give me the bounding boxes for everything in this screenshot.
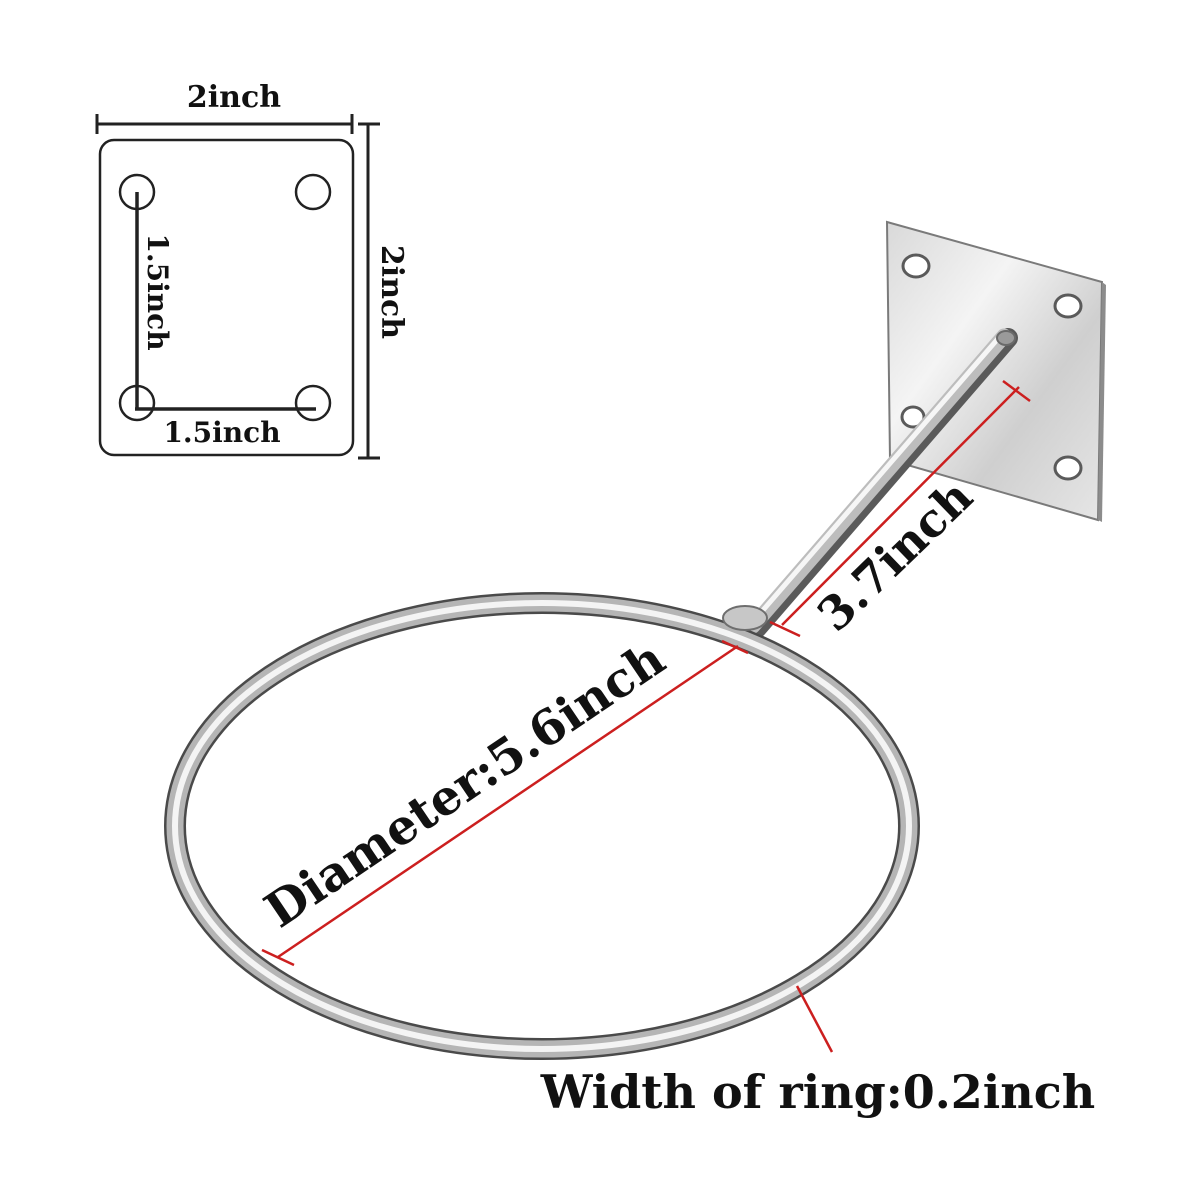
arm-length-dimension-line [781,386,1020,626]
product-illustration [164,220,1106,1060]
arm-length-tick-top [1002,379,1031,403]
ring-width-label: Width of ring:0.2inch [540,1065,1095,1119]
wall-plate-hole-bottom-right [1053,455,1083,481]
wall-plate-edge [1098,282,1106,522]
ring-arm-joint [722,605,768,631]
diameter-tick-top [721,639,749,655]
plate-hole-top-right [294,173,332,211]
plate-height-label: 2inch [374,245,409,339]
plate-hole-bottom-right [294,384,332,422]
plate-schematic: 2inch 2inch 1.5inch 1.5inch [95,80,409,460]
hole-spacing-horizontal-label: 1.5inch [163,416,280,449]
arm-weld [996,330,1016,346]
ring-highlight [172,600,912,1052]
arm-length-tick-bottom [769,620,801,638]
plate-width-label: 2inch [187,80,281,115]
arm [745,328,1012,634]
hole-spacing-vertical-label: 1.5inch [141,233,174,350]
wall-plate-hole-top-left [901,253,931,279]
diameter-dimension-line [277,644,739,959]
arm-length-label: 3.7inch [807,469,983,642]
plate-outline [98,138,355,457]
ring-width-leader-line [795,985,834,1053]
diameter-label: Diameter:5.6inch [255,630,675,939]
dimension-annotations [261,379,1031,1053]
wall-plate-hole-top-right [1053,293,1083,319]
arm-highlight [748,331,1005,627]
diameter-tick-bottom [261,948,295,967]
